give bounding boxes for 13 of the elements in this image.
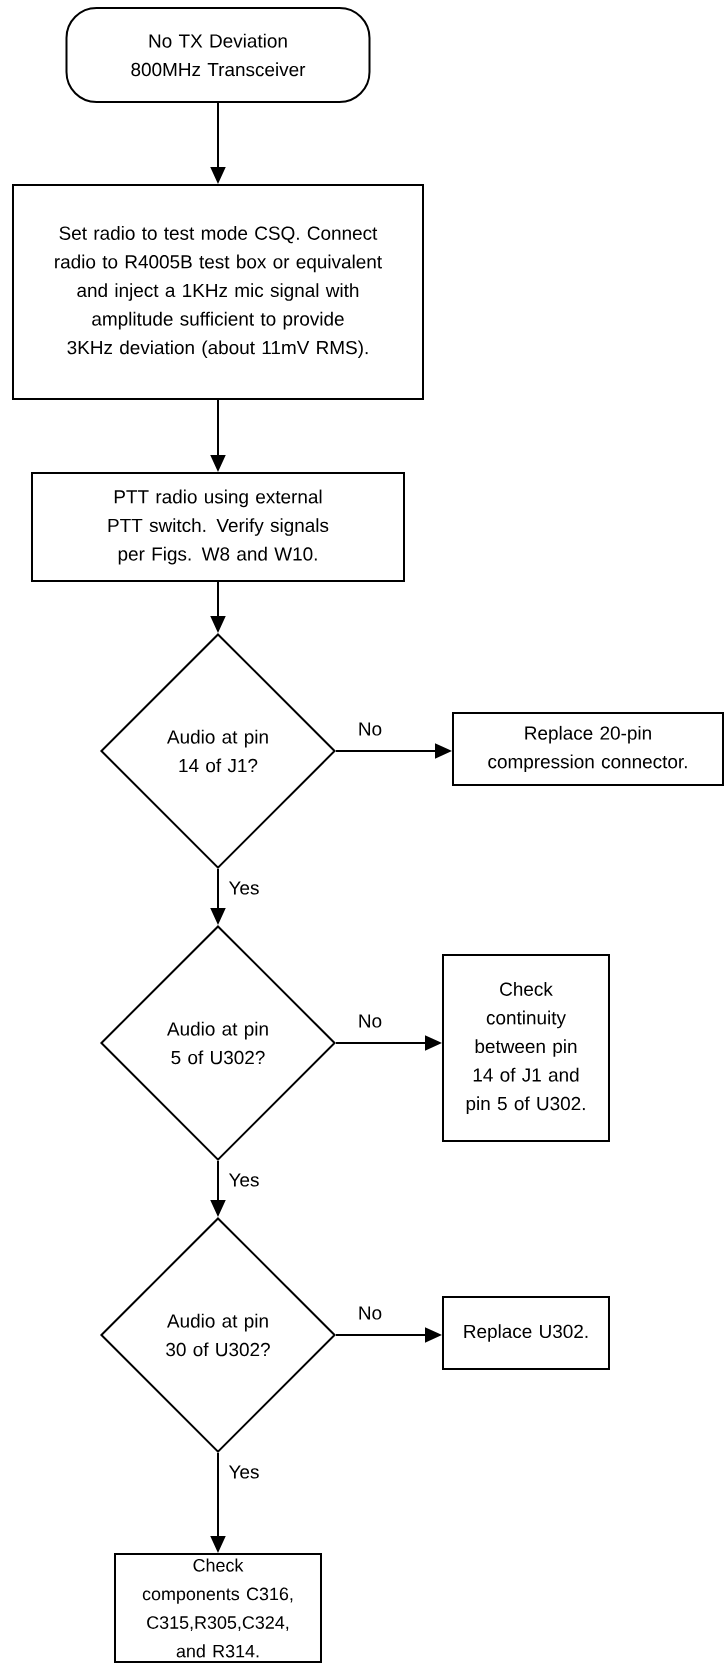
process-box: Replace 20-pin compression connector. (452, 712, 724, 786)
process-box: Check continuity between pin 14 of J1 and pin 5 of U302. (442, 954, 610, 1142)
edge-label: No (359, 722, 382, 736)
process-box: PTT radio using external PTT switch. Verify signals per Figs. W8 and W10. (31, 472, 405, 582)
edge-label: No (359, 1014, 382, 1028)
edge-label: Yes (229, 1465, 259, 1479)
edge-label: No (359, 1306, 382, 1320)
process-box: Check components C316, C315,R305,C324, and R314. (114, 1553, 322, 1663)
start-terminal: No TX Deviation 800MHz Transceiver (65, 7, 371, 103)
edge-label: Yes (229, 1173, 259, 1187)
process-box: Set radio to test mode CSQ. Connect radio to R4005B test box or equivalent and inject a 1KHz mic signal with amplitude sufficient to provide 3KHz deviation (about 11mV RMS). (12, 184, 424, 400)
process-box: Replace U302. (442, 1296, 610, 1370)
edge-label: Yes (229, 881, 259, 895)
